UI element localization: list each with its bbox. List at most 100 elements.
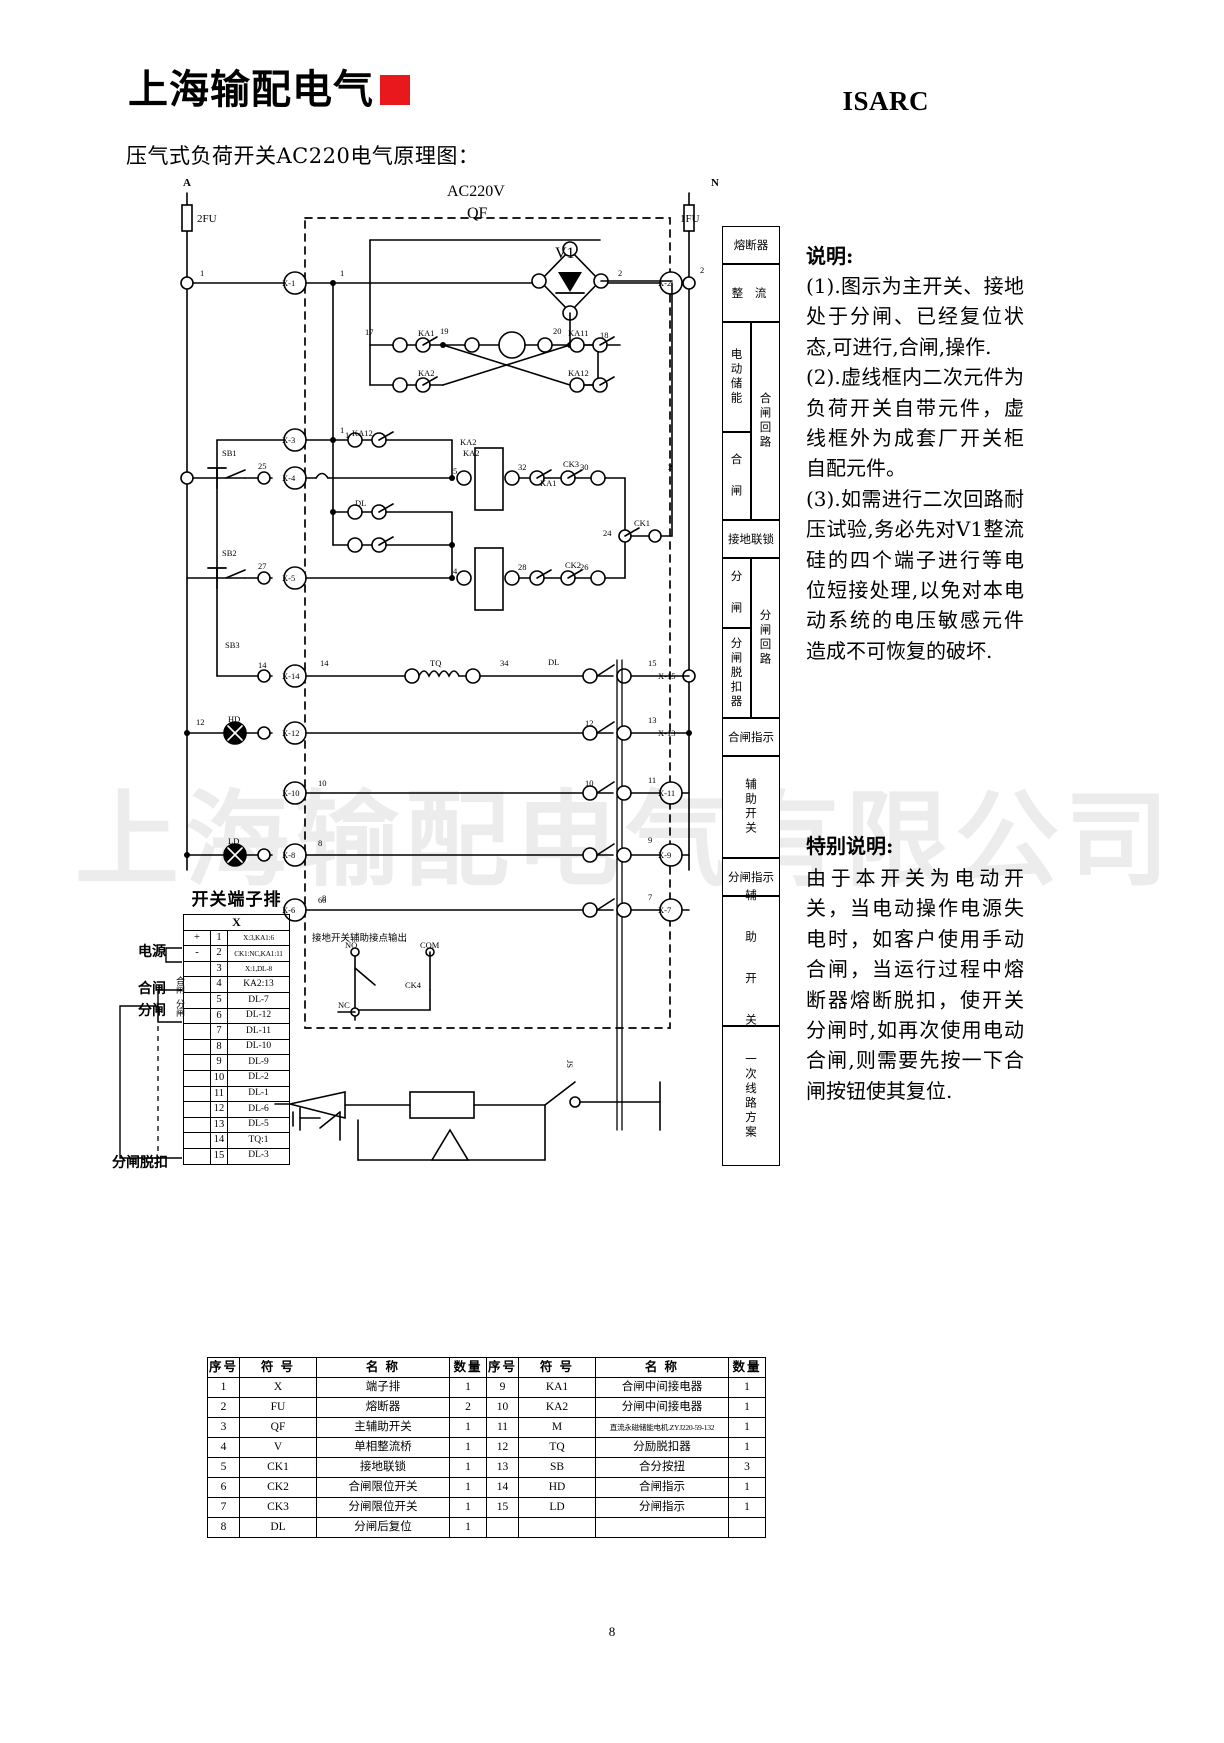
strip-label-5: 接地联锁: [728, 532, 774, 546]
label-nc: NC: [338, 1000, 350, 1010]
cell: 1: [449, 1437, 487, 1458]
terminal-side-label-open: 分闸: [138, 1003, 166, 1019]
schematic-annotation: 1: [345, 430, 350, 440]
note-item-1: (1).图示为主开关、接地处于分闸、已经复位状态,可进行,合闸,操作.: [806, 274, 1024, 359]
terminal-conn: TQ:1: [227, 1132, 290, 1149]
schematic-annotation: 6: [318, 895, 323, 905]
schematic-annotation: SB1: [222, 448, 237, 458]
schematic-annotation: 30: [580, 462, 589, 472]
cell: HD: [518, 1477, 596, 1498]
schematic-annotation: KA1: [540, 478, 557, 488]
strip-item-4: 合闸回路: [751, 322, 780, 520]
col-header-2: 名 称: [316, 1357, 450, 1378]
cell: M: [518, 1417, 596, 1438]
terminal-conn: X:1,DL-8: [227, 960, 290, 978]
col-header-7: 数量: [728, 1357, 766, 1378]
label-fuse-2fu: 2FU: [197, 213, 217, 225]
cell: 11: [486, 1417, 519, 1438]
schematic-annotation: X-8: [282, 850, 296, 860]
terminal-no: 9: [210, 1054, 228, 1071]
schematic-annotation: 19: [440, 326, 449, 336]
cell: CK3: [239, 1497, 317, 1518]
cell: QF: [239, 1417, 317, 1438]
schematic-annotation: KA2: [460, 437, 477, 447]
schematic-annotation: DL: [548, 657, 560, 667]
schematic-annotation: 13: [648, 715, 657, 725]
col-header-3: 数量: [449, 1357, 487, 1378]
cell: 合闸中间接电器: [595, 1377, 729, 1398]
schematic-annotation: 12: [196, 717, 205, 727]
terminal-no: 11: [210, 1085, 228, 1103]
cell: 端子排: [316, 1377, 450, 1398]
schematic-annotation: KA2: [418, 368, 435, 378]
notes-section: 说明: (1).图示为主开关、接地处于分闸、已经复位状态,可进行,合闸,操作. …: [806, 240, 1024, 666]
strip-label-4: 合闸回路: [758, 392, 773, 450]
cell: 1: [449, 1457, 487, 1478]
label-v1: V1: [555, 245, 575, 262]
schematic-annotation: 2: [668, 462, 673, 472]
schematic-annotation: 2: [618, 268, 623, 278]
strip-item-12: 辅 助 开 关: [722, 889, 780, 1033]
terminal-conn: DL-7: [227, 991, 290, 1009]
cell: 2: [449, 1397, 487, 1418]
cell: 1: [728, 1477, 766, 1498]
cell: 6: [207, 1477, 240, 1498]
terminal-conn: DL-11: [227, 1023, 290, 1040]
cell: 9: [486, 1377, 519, 1398]
schematic-annotation: CK3: [563, 459, 580, 469]
cell: 1: [449, 1517, 487, 1538]
strip-label-6: 分 闸: [729, 570, 744, 616]
strip-label-13: 一次线路方案: [744, 1052, 758, 1140]
terminal-no: 10: [210, 1069, 228, 1087]
terminal-no: 14: [210, 1132, 228, 1149]
cell: 1: [449, 1477, 487, 1498]
schematic-annotation: JS: [565, 1060, 575, 1069]
cell: 12: [486, 1437, 519, 1458]
terminal-conn: DL-1: [227, 1085, 290, 1103]
schematic-annotation: 24: [603, 528, 612, 538]
cell: 合分按扭: [595, 1457, 729, 1478]
schematic-annotation: 25: [258, 461, 267, 471]
schematic-annotation: X-2: [658, 278, 672, 288]
schematic-annotation: LD: [228, 836, 240, 846]
strip-label-7: 分闸脱扣器: [729, 636, 744, 710]
strip-item-5: 接地联锁: [722, 520, 780, 558]
terminal-no: 6: [210, 1007, 228, 1025]
cell: 合闸指示: [595, 1477, 729, 1498]
schematic-annotation: 11: [648, 775, 657, 785]
schematic-annotation: 1: [340, 268, 345, 278]
label-fuse-1fu: 1FU: [680, 213, 700, 225]
cell: 1: [449, 1497, 487, 1518]
terminal-side-label-power: 电源: [138, 944, 166, 960]
terminal-conn: DL-6: [227, 1101, 290, 1118]
label-qf: QF: [467, 205, 488, 222]
terminal-no: 3: [210, 960, 228, 978]
strip-item-13: 一次线路方案: [722, 1026, 780, 1166]
col-header-1: 符 号: [239, 1357, 317, 1378]
label-phase-n: N: [711, 177, 719, 189]
cell: 1: [728, 1497, 766, 1518]
strip-label-8: 分闸回路: [758, 609, 773, 667]
cell: X: [239, 1377, 317, 1398]
strip-item-10: 辅助开关: [722, 756, 780, 858]
schematic-annotation: 34: [500, 658, 509, 668]
cell: 1: [728, 1377, 766, 1398]
cell: 接地联锁: [316, 1457, 450, 1478]
label-ck4: CK4: [405, 980, 422, 990]
strip-item-0: 熔断器: [722, 226, 780, 264]
cell: 4: [207, 1437, 240, 1458]
schematic-annotation: HD: [228, 714, 241, 724]
cell: 1: [728, 1417, 766, 1438]
schematic-annotation: 9: [648, 835, 653, 845]
col-header-5: 符 号: [518, 1357, 596, 1378]
terminal-conn: DL-10: [227, 1038, 290, 1056]
cell: 13: [486, 1457, 519, 1478]
terminal-no: 13: [210, 1116, 228, 1134]
table-row: X: [183, 914, 290, 931]
